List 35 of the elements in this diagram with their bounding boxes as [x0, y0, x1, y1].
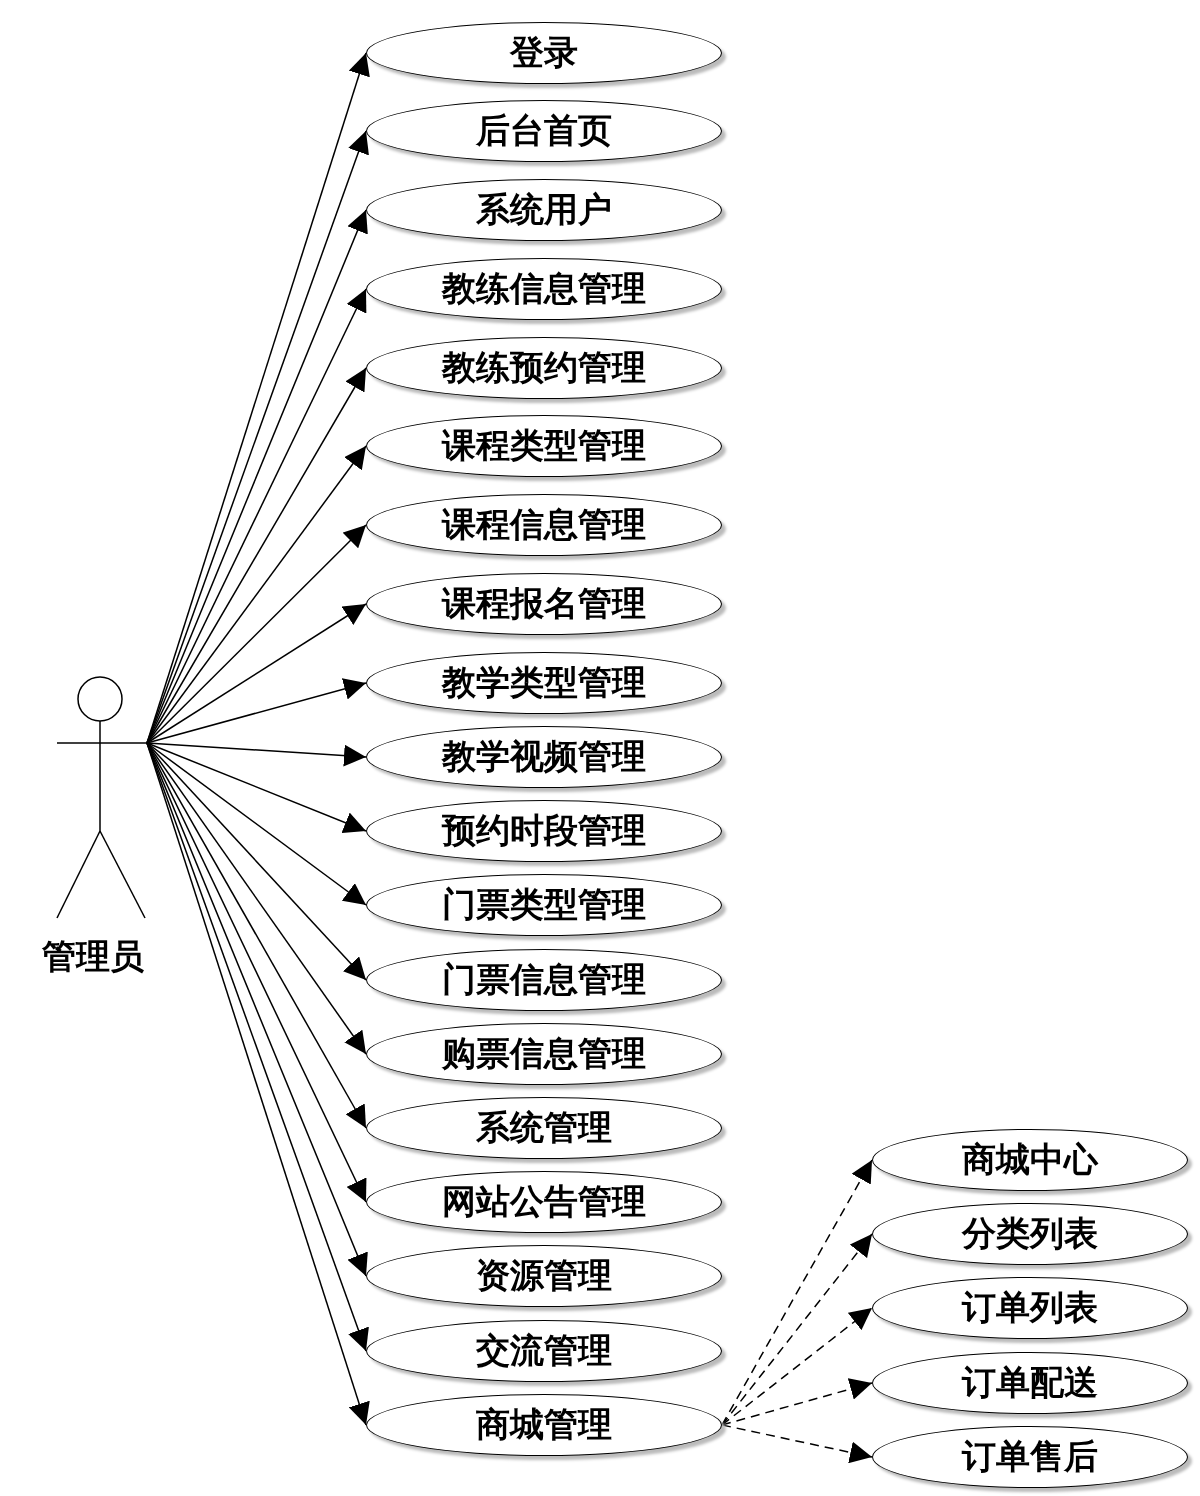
use-case-ellipse: 资源管理 [366, 1245, 722, 1307]
use-case-ellipse: 教学类型管理 [366, 652, 722, 714]
arrow [146, 742, 367, 833]
use-case-ellipse: 系统用户 [366, 179, 722, 241]
use-case-ellipse: 订单售后 [872, 1426, 1188, 1488]
use-case-ellipse: 课程信息管理 [366, 494, 722, 556]
use-case-ellipse: 订单列表 [872, 1277, 1188, 1339]
use-case-ellipse: 教学视频管理 [366, 726, 722, 788]
use-case-ellipse: 门票类型管理 [366, 874, 722, 936]
use-case-ellipse: 课程报名管理 [366, 573, 722, 635]
use-case-ellipse: 系统管理 [366, 1097, 722, 1159]
use-case-ellipse: 教练信息管理 [366, 258, 722, 320]
use-case-ellipse: 后台首页 [366, 100, 722, 162]
use-case-ellipse: 商城管理 [366, 1394, 722, 1456]
use-case-ellipse: 订单配送 [872, 1352, 1188, 1414]
arrow [721, 1233, 873, 1426]
arrow [721, 1307, 873, 1426]
use-case-ellipse: 分类列表 [872, 1203, 1188, 1265]
use-case-ellipse: 商城中心 [872, 1129, 1188, 1191]
arrow [146, 524, 367, 744]
use-case-ellipse: 购票信息管理 [366, 1023, 722, 1085]
use-case-ellipse: 课程类型管理 [366, 415, 722, 477]
use-case-ellipse: 网站公告管理 [366, 1171, 722, 1233]
arrow [146, 603, 367, 744]
arrow [146, 742, 367, 767]
arrow [146, 742, 367, 906]
use-case-ellipse: 交流管理 [366, 1320, 722, 1382]
use-case-ellipse: 门票信息管理 [366, 949, 722, 1011]
actor-label: 管理员 [42, 935, 144, 978]
use-case-ellipse: 登录 [366, 22, 722, 84]
arrow [721, 1378, 873, 1426]
use-case-ellipse: 预约时段管理 [366, 800, 722, 862]
use-case-ellipse: 教练预约管理 [366, 337, 722, 399]
arrow [721, 1424, 873, 1464]
arrow [146, 288, 367, 744]
